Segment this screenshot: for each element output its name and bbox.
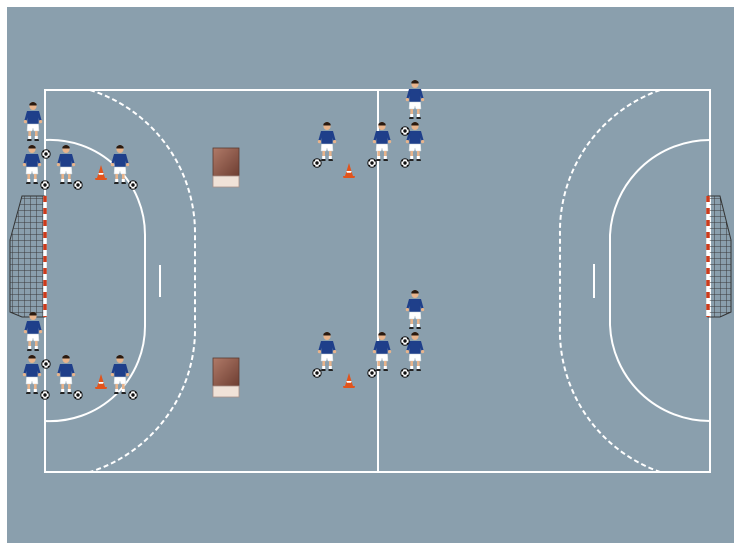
ball-icon	[401, 127, 409, 135]
ball-icon	[41, 391, 49, 399]
ball-icon	[129, 391, 137, 399]
ball-icon	[401, 337, 409, 345]
ball-icon	[313, 369, 321, 377]
ball-icon	[313, 159, 321, 167]
ball-icon	[368, 159, 376, 167]
box-icon	[213, 148, 239, 187]
ball-icon	[401, 159, 409, 167]
court-floor	[7, 7, 734, 543]
ball-icon	[129, 181, 137, 189]
ball-icon	[42, 360, 50, 368]
box-icon	[213, 358, 239, 397]
ball-icon	[368, 369, 376, 377]
ball-icon	[74, 181, 82, 189]
ball-icon	[42, 150, 50, 158]
ball-icon	[401, 369, 409, 377]
ball-icon	[74, 391, 82, 399]
ball-icon	[41, 181, 49, 189]
